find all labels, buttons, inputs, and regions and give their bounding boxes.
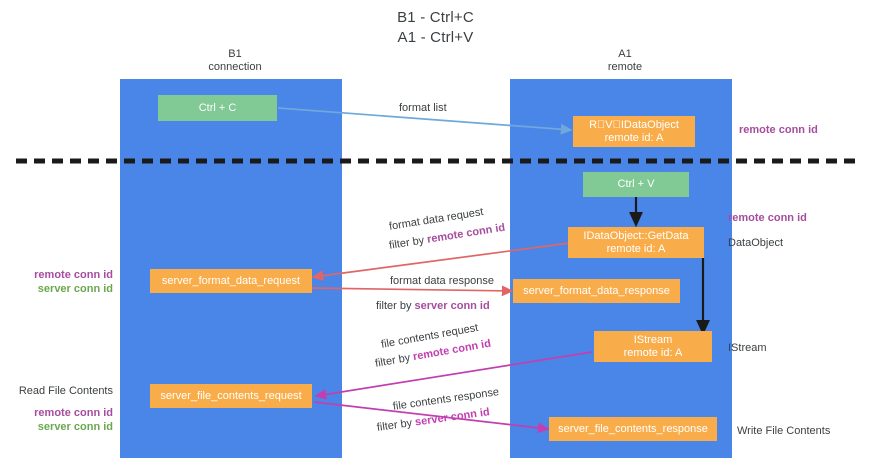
legend-remote-conn-id-2: remote conn id bbox=[34, 407, 113, 419]
node-server-file-contents-response-label: server_file_contents_response bbox=[558, 422, 708, 435]
legend-remote-conn-id-1: remote conn id bbox=[34, 269, 113, 281]
label-read-file-contents: Read File Contents bbox=[18, 385, 113, 397]
column-header-a1-sub: remote bbox=[607, 61, 643, 73]
column-header-b1-sub: connection bbox=[208, 61, 262, 73]
node-ctrl-c-label: Ctrl + C bbox=[198, 101, 237, 114]
filter-prefix: filter by bbox=[374, 351, 415, 370]
column-header-b1-name: B1 bbox=[228, 48, 242, 60]
filter-prefix: filter by bbox=[388, 233, 429, 252]
node-istream-remote-id: remote id: A bbox=[623, 346, 683, 359]
filter-key-server-conn-id: server conn id bbox=[414, 406, 491, 429]
edge-label-format-data-response: format data response bbox=[390, 275, 494, 287]
node-ctrl-c[interactable]: Ctrl + C bbox=[158, 95, 277, 121]
node-istream-label: IStream bbox=[633, 333, 673, 346]
node-ctrl-v[interactable]: Ctrl + V bbox=[583, 172, 689, 197]
filter-prefix: filter by bbox=[376, 300, 415, 312]
column-header-a1: A1 remote bbox=[545, 48, 705, 74]
node-server-format-data-request-label: server_format_data_request bbox=[161, 274, 301, 287]
legend-conn-ids-top: remote conn id server conn id bbox=[0, 268, 113, 296]
filter-key-server-conn-id: server conn id bbox=[414, 300, 490, 312]
side-label-istream: IStream bbox=[728, 342, 767, 354]
legend-read-file-contents-block: Read File Contents remote conn id server… bbox=[0, 384, 113, 434]
title-line-1: B1 - Ctrl+C bbox=[397, 9, 474, 26]
node-server-format-data-response-label: server_format_data_response bbox=[523, 284, 670, 297]
node-server-file-contents-request-label: server_file_contents_request bbox=[160, 389, 302, 402]
filter-prefix: filter by bbox=[376, 416, 416, 434]
node-idataobject-remote-id: remote id: A bbox=[604, 131, 664, 144]
node-server-file-contents-response[interactable]: server_file_contents_response bbox=[549, 417, 717, 441]
node-idataobject[interactable]: R⃝V⃝IDataObject remote id: A bbox=[573, 116, 695, 147]
side-label-write-file-contents: Write File Contents bbox=[737, 425, 831, 437]
node-ctrl-v-label: Ctrl + V bbox=[617, 178, 655, 190]
node-idataobject-label: R⃝V⃝IDataObject bbox=[589, 118, 679, 131]
node-server-file-contents-request[interactable]: server_file_contents_request bbox=[150, 384, 312, 408]
side-label-dataobject: DataObject bbox=[728, 237, 784, 249]
node-istream[interactable]: IStream remote id: A bbox=[594, 331, 712, 362]
node-idataobject-getdata-label: IDataObject::GetData bbox=[583, 229, 689, 242]
side-label-remote-conn-id-mid: remote conn id bbox=[728, 212, 807, 224]
legend-server-conn-id-1: server conn id bbox=[37, 283, 113, 295]
legend-server-conn-id-2: server conn id bbox=[37, 421, 113, 433]
node-server-format-data-response[interactable]: server_format_data_response bbox=[513, 279, 680, 303]
side-label-remote-conn-id-top: remote conn id bbox=[739, 124, 818, 136]
column-header-b1: B1 connection bbox=[155, 48, 315, 74]
edge-label-format-list: format list bbox=[399, 102, 447, 114]
node-server-format-data-request[interactable]: server_format_data_request bbox=[150, 269, 312, 293]
diagram-title: B1 - Ctrl+C A1 - Ctrl+V bbox=[0, 8, 871, 48]
node-idataobject-getdata[interactable]: IDataObject::GetData remote id: A bbox=[568, 227, 704, 258]
node-idataobject-getdata-remote-id: remote id: A bbox=[606, 242, 666, 255]
title-line-2: A1 - Ctrl+V bbox=[397, 29, 474, 46]
column-header-a1-name: A1 bbox=[618, 48, 632, 60]
edge-label-format-data-response-filter: filter by server conn id bbox=[376, 299, 490, 313]
